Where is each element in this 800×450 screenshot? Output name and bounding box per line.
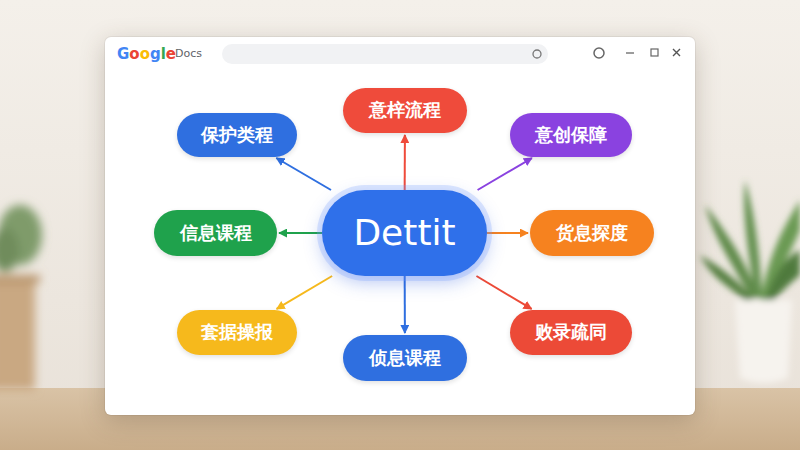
maximize-icon [651,49,658,56]
node-text: 套据操报 [201,322,273,343]
arrow-connector [276,158,331,190]
close-icon [673,49,680,56]
search-icon [533,50,541,58]
topic-node: 意梓流程 [343,88,467,133]
minimize-icon [626,52,634,53]
topic-node: 保护类程 [177,113,297,157]
topic-node: 信息课程 [154,210,277,256]
app-name: Docs [175,47,202,60]
node-text: 保护类程 [201,125,273,146]
app-logo: Google [117,45,176,63]
node-text: 意创保障 [535,125,607,146]
arrow-connector [404,276,406,333]
topic-node: 败录疏同 [510,310,632,355]
right-plant [700,180,800,383]
topic-node: 货息探度 [530,210,654,256]
arrow-connector [478,158,532,190]
topic-node: 套据操报 [177,310,297,355]
arrow-connector [279,232,322,234]
arrow-connector [487,232,528,234]
node-text: 货息探度 [556,223,628,244]
node-text: 侦息课程 [369,348,441,369]
arrow-connector [277,276,333,309]
arrow-connector [404,135,406,190]
topic-node: 意创保障 [510,113,632,157]
search-bar [222,44,548,64]
node-text: 意梓流程 [369,100,441,121]
node-text: Dettit [353,212,455,253]
node-text: 败录疏同 [535,322,607,343]
account-icon [594,48,604,58]
arrow-connector [476,276,531,309]
node-text: 信息课程 [180,223,252,244]
central-node: Dettit [322,190,487,276]
left-shelf [0,205,42,390]
topic-node: 侦息课程 [343,335,467,381]
